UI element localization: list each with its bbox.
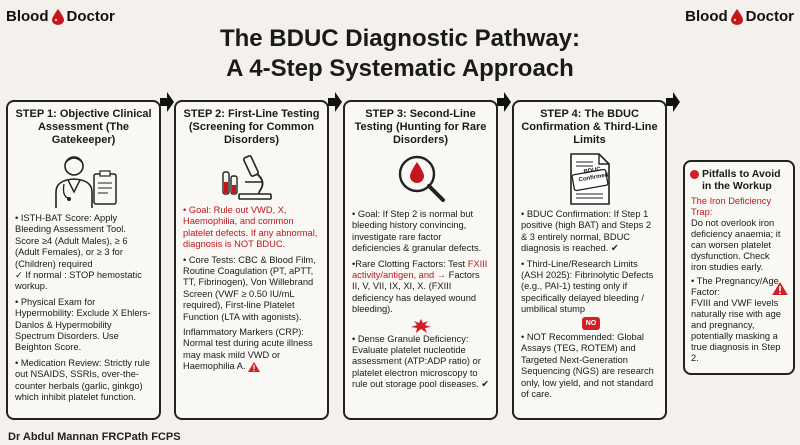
blood-drop-icon [51,8,64,25]
step-3-text-3: • Dense Granule Deficiency: Evaluate pla… [352,333,489,390]
pitfall-1-title: The Iron Deficiency Trap: [691,196,772,217]
pitfall-2-text: FVIII and VWF levels naturally rise with… [691,298,781,363]
step-1-text-1: • ISTH-BAT Score: Apply Bleeding Assessm… [15,213,128,269]
pitfalls-heading: Pitfalls to Avoid in the Workup [702,168,781,192]
arrow-icon [497,92,511,112]
step-4-box: STEP 4: The BDUC Confirmation & Third-Li… [512,100,667,420]
logo-left: Blood Doctor [6,8,115,25]
title-line-2: A 4-Step Systematic Approach [226,55,574,82]
step-2-box: STEP 2: First-Line Testing (Screening fo… [174,100,329,420]
step-2-text-1: • Goal: Rule out VWD, X, Haemophilia, an… [183,205,318,250]
arrow-icon [666,92,680,112]
step-3-text-2: •Rare Clotting Factors: Test FXIII activ… [352,259,489,316]
step-3-text-2c: Factors II, V, VII, IX, XI, X. (FXIII de… [352,270,480,315]
magnifier-drop-icon [345,152,496,206]
logo-left-text-a: Blood [6,8,49,25]
no-badge-row: NO [521,316,658,331]
logo-right-text-b: Doctor [745,8,794,25]
doctor-icon [8,152,159,210]
step-3-text-1: • Goal: If Step 2 is normal but bleeding… [352,209,482,254]
warning-icon [772,282,788,295]
step-3-heading: STEP 3: Second-Line Testing (Hunting for… [354,108,487,146]
step-3-box: STEP 3: Second-Line Testing (Hunting for… [343,100,498,420]
logo-left-text-b: Doctor [66,8,115,25]
logo-right: Blood Doctor [685,8,794,25]
arrow-icon [328,92,342,112]
pitfalls-box: Pitfalls to Avoid in the Workup The Iron… [683,160,795,375]
step-1-box: STEP 1: Objective Clinical Assessment (T… [6,100,161,420]
no-badge: NO [581,316,601,331]
pitfall-1-text: Do not overlook iron deficiency anaemia;… [691,218,781,272]
document-icon [514,152,665,206]
step-3-text-2a: •Rare Clotting Factors: Test [352,258,468,269]
pitfalls-heading-row: Pitfalls to Avoid in the Workup [685,162,793,194]
step-4-text-2: • Third-Line/Research Limits (ASH 2025):… [521,258,654,315]
arrow-icon [160,92,174,112]
step-1-text-1b: ✓ If normal : STOP hemostatic workup. [15,270,142,292]
step-2-text-2: • Core Tests: CBC & Blood Film, Routine … [183,254,316,322]
author-credit: Dr Abdul Mannan FRCPath FCPS [8,431,181,443]
microscope-icon [176,152,327,202]
blood-drop-icon [730,8,743,25]
pitfall-2-title: • The Pregnancy/Age Factor: [691,276,779,297]
splat-icon [352,318,489,333]
step-2-heading: STEP 2: First-Line Testing (Screening fo… [183,108,320,146]
warning-icon [248,361,261,372]
step-1-text-2: • Physical Exam for Hypermobility: Exclu… [15,296,151,353]
step-4-text-3: • NOT Recommended: Global Assays (TEG, R… [521,332,654,400]
title-line-1: The BDUC Diagnostic Pathway: [219,25,581,52]
step-1-text-3: • Medication Review: Strictly rule out N… [15,357,151,403]
step-2-text-3: Inflammatory Markers (CRP): Normal test … [183,327,320,373]
step-2-text-3-body: Inflammatory Markers (CRP): Normal test … [183,327,313,372]
page-title: The BDUC Diagnostic Pathway: A 4-Step Sy… [0,24,800,84]
red-dot-icon [690,170,699,179]
step-4-heading: STEP 4: The BDUC Confirmation & Third-Li… [521,108,658,146]
step-3-text-2b: FXIII activity/antigen, and → [352,258,488,281]
step-1-heading: STEP 1: Objective Clinical Assessment (T… [15,108,152,146]
logo-right-text-a: Blood [685,8,728,25]
step-4-text-1: • BDUC Confirmation: If Step 1 positive … [521,209,652,254]
